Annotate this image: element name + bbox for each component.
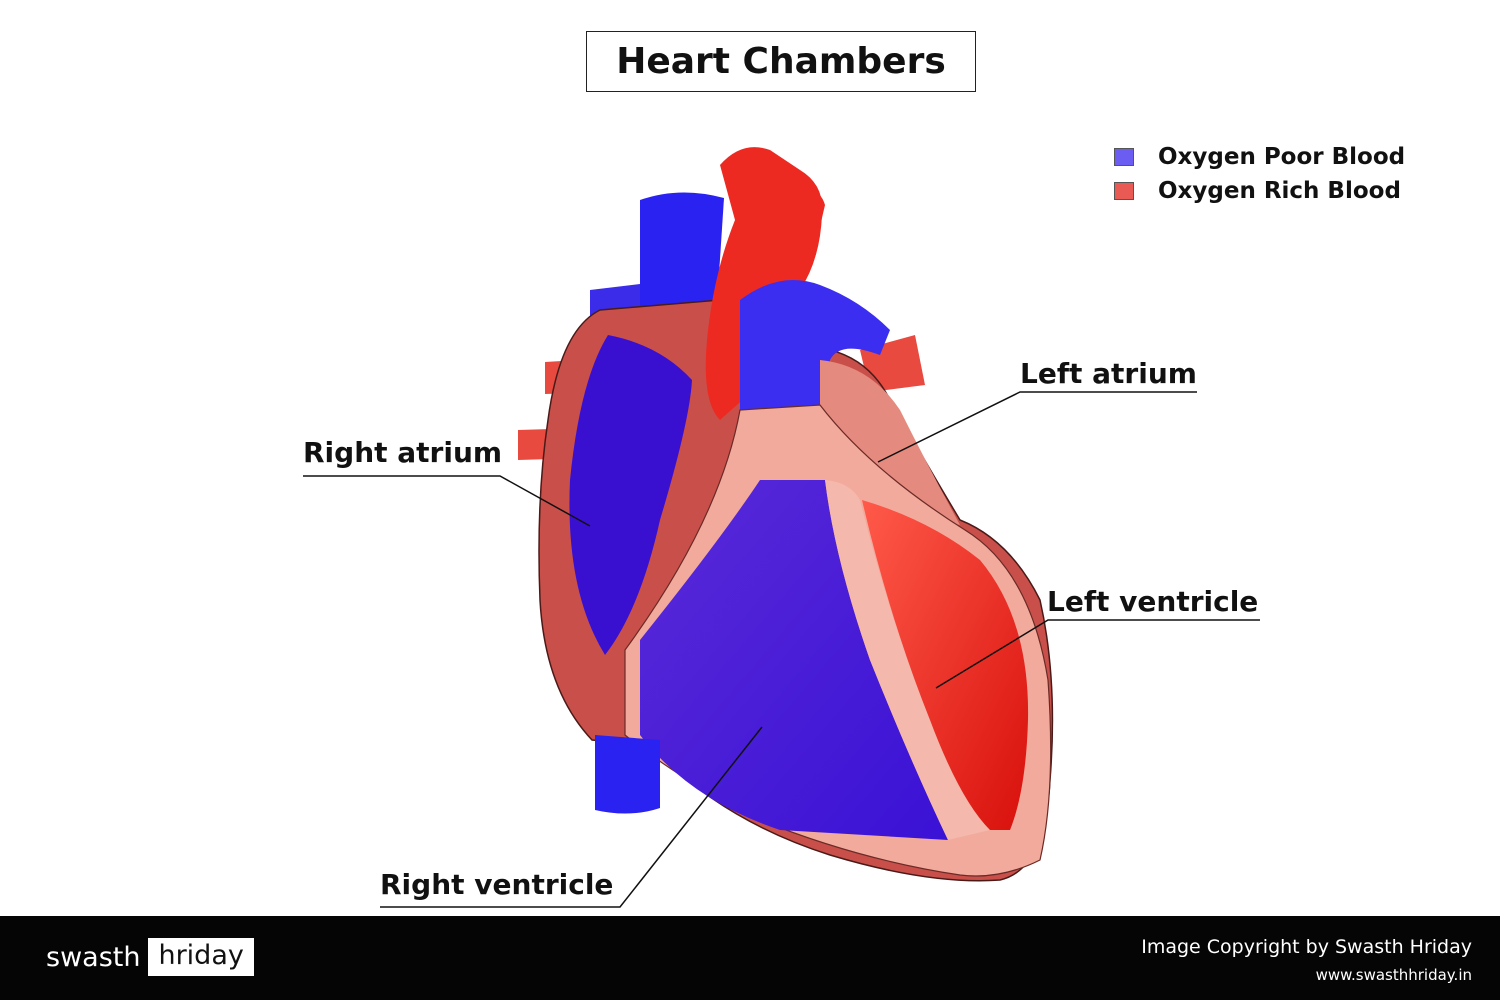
leader-left-ventricle bbox=[935, 619, 1260, 689]
heart-illustration bbox=[303, 147, 1260, 908]
legend-swatch-blue bbox=[1114, 148, 1134, 166]
legend: Oxygen Poor Blood Oxygen Rich Blood bbox=[1114, 140, 1405, 208]
legend-item-oxygen-rich: Oxygen Rich Blood bbox=[1114, 174, 1405, 208]
inferior-vena-cava bbox=[595, 735, 660, 814]
label-left-atrium: Left atrium bbox=[1020, 357, 1197, 390]
pulmonary-trunk bbox=[740, 280, 890, 410]
label-right-ventricle: Right ventricle bbox=[380, 868, 614, 901]
legend-label: Oxygen Rich Blood bbox=[1158, 178, 1401, 204]
leader-left-atrium bbox=[877, 391, 1197, 463]
label-right-atrium: Right atrium bbox=[303, 436, 503, 469]
website-text: www.swasthhriday.in bbox=[1315, 966, 1472, 984]
brand-logo: swasth hriday bbox=[46, 938, 254, 976]
brand-word-1: swasth bbox=[46, 941, 141, 973]
legend-item-oxygen-poor: Oxygen Poor Blood bbox=[1114, 140, 1405, 174]
leader-right-ventricle bbox=[380, 726, 763, 908]
left-ventricle-cavity bbox=[862, 500, 1029, 830]
aortic-branch bbox=[800, 191, 825, 235]
brand-word-2: hriday bbox=[148, 938, 254, 976]
label-left-ventricle: Left ventricle bbox=[1047, 585, 1259, 618]
title-box: Heart Chambers bbox=[586, 31, 976, 92]
diagram-title: Heart Chambers bbox=[616, 41, 946, 82]
footer-bar: swasth hriday Image Copyright by Swasth … bbox=[0, 916, 1500, 1000]
legend-label: Oxygen Poor Blood bbox=[1158, 144, 1406, 170]
right-ventricle-cavity bbox=[640, 480, 948, 840]
superior-vena-cava bbox=[640, 192, 724, 320]
leader-right-atrium bbox=[303, 475, 591, 527]
right-atrium-cavity bbox=[569, 335, 692, 655]
legend-swatch-red bbox=[1114, 182, 1134, 200]
copyright-text: Image Copyright by Swasth Hriday bbox=[1141, 936, 1472, 958]
aorta bbox=[705, 147, 823, 420]
interventricular-septum bbox=[825, 480, 990, 840]
